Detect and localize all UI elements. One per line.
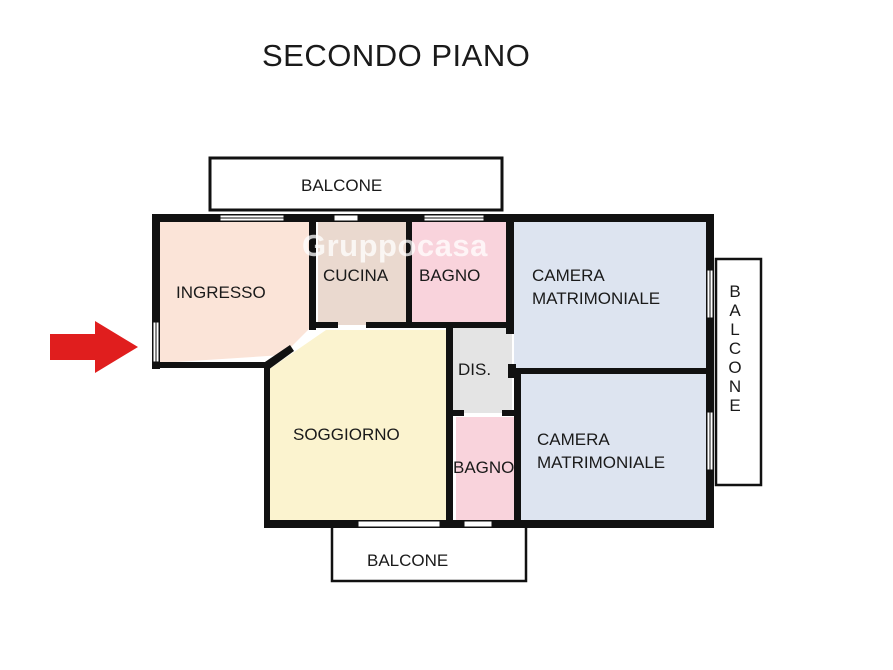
watermark: Gruppocasa <box>302 228 488 263</box>
label-balcone-right: B A L C O N E <box>728 282 742 415</box>
label-camera-bottom-1: CAMERA <box>537 430 610 449</box>
room-camera-top <box>514 221 708 368</box>
label-bagno-top: BAGNO <box>419 266 481 285</box>
label-cucina: CUCINA <box>323 266 389 285</box>
plan-title: SECONDO PIANO <box>262 38 531 73</box>
label-camera-bottom-2: MATRIMONIALE <box>537 453 666 472</box>
room-camera-bottom <box>520 374 708 522</box>
label-balcone-top: BALCONE <box>301 176 383 195</box>
room-ingresso <box>160 221 310 363</box>
label-soggiorno: SOGGIORNO <box>293 425 400 444</box>
entrance-arrow-icon <box>50 321 138 373</box>
label-balcone-bottom: BALCONE <box>367 551 449 570</box>
room-bagno-bottom <box>456 417 516 522</box>
label-dis: DIS. <box>458 360 492 379</box>
room-cucina <box>318 221 408 325</box>
room-bagno-top <box>412 221 506 325</box>
label-camera-top-1: CAMERA <box>532 266 605 285</box>
balcone-right-outline <box>714 257 763 487</box>
label-bagno-bottom: BAGNO <box>453 458 515 477</box>
room-disimpegno <box>452 327 512 413</box>
balcone-bottom-outline <box>330 524 528 583</box>
room-soggiorno <box>268 330 448 522</box>
label-camera-top-2: MATRIMONIALE <box>532 289 661 308</box>
label-ingresso: INGRESSO <box>176 283 266 302</box>
balcone-top-outline <box>208 156 504 212</box>
